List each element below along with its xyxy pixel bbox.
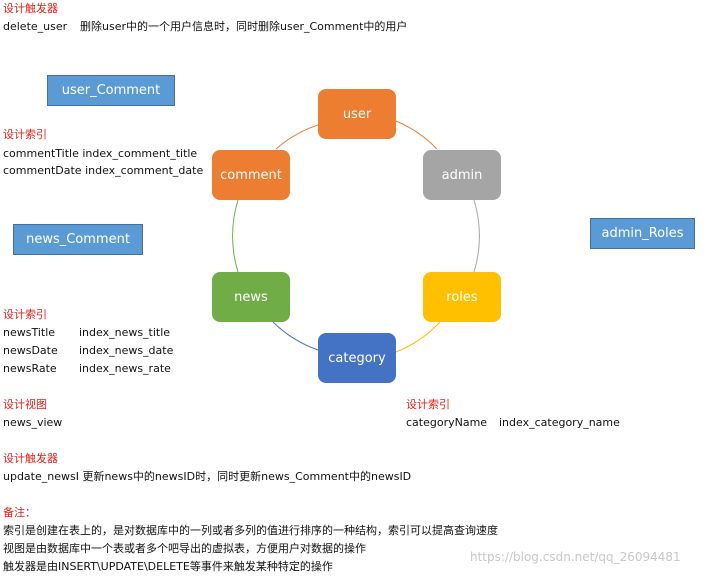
arc-roles-category [395, 321, 441, 353]
comment-index-heading: 设计索引 [3, 128, 47, 141]
trigger2-line: update_newsI 更新news中的newsID时，同时更新news_Co… [3, 470, 412, 483]
arc-user-admin [395, 120, 438, 150]
index-col: commentTitle [3, 147, 79, 160]
category-index-col: categoryName [406, 416, 488, 429]
category-index-heading: 设计索引 [406, 398, 450, 411]
index-name: index_comment_title [82, 147, 198, 160]
notes-line: 索引是创建在表上的，是对数据库中的一列或者多列的值进行排序的一种结构，索引可以提… [3, 524, 498, 537]
notes-heading: 备注： [3, 506, 36, 519]
trigger1-heading: 设计触发器 [3, 2, 58, 15]
news-index-heading: 设计索引 [3, 308, 47, 321]
index-col: commentDate [3, 164, 82, 177]
news-index-name: index_news_date [79, 344, 174, 357]
arc-category-news [272, 321, 319, 351]
node-admin: admin [423, 150, 501, 200]
index-name: index_comment_date [85, 164, 204, 177]
news-index-col: newsRate [3, 362, 57, 375]
trigger2-heading: 设计触发器 [3, 452, 58, 465]
arc-comment-user [275, 124, 319, 150]
news-index-name: index_news_rate [79, 362, 171, 375]
comment-index-row: commentDate index_comment_date [3, 164, 203, 178]
view-name: news_view [3, 416, 63, 429]
news-index-col: newsDate [3, 344, 58, 357]
node-category: category [318, 333, 396, 383]
news-comment-table: news_Comment [13, 224, 143, 255]
arc-admin-roles [473, 199, 480, 273]
category-index-name: index_category_name [499, 416, 620, 429]
node-user: user [318, 89, 396, 139]
node-roles: roles [423, 272, 501, 322]
trigger1-desc: 删除user中的一个用户信息时，同时删除user_Comment中的用户 [80, 20, 408, 33]
arc-news-comment [232, 199, 239, 273]
news-index-col: newsTitle [3, 326, 56, 339]
news-index-name: index_news_title [79, 326, 171, 339]
node-news: news [212, 272, 290, 322]
admin-roles-table: admin_Roles [590, 218, 695, 249]
user-comment-table: user_Comment [47, 75, 175, 106]
view-heading: 设计视图 [3, 398, 47, 411]
node-comment: comment [212, 150, 290, 200]
notes-line: 触发器是由INSERT\UPDATE\DELETE等事件来触发某种特定的操作 [3, 560, 333, 573]
comment-index-row: commentTitle index_comment_title [3, 147, 197, 161]
watermark: https://blog.csdn.net/qq_26094481 [470, 550, 681, 564]
trigger1-name: delete_user [3, 20, 68, 33]
notes-line: 视图是由数据库中一个表或者多个吧导出的虚拟表，方便用户对数据的操作 [3, 542, 366, 555]
